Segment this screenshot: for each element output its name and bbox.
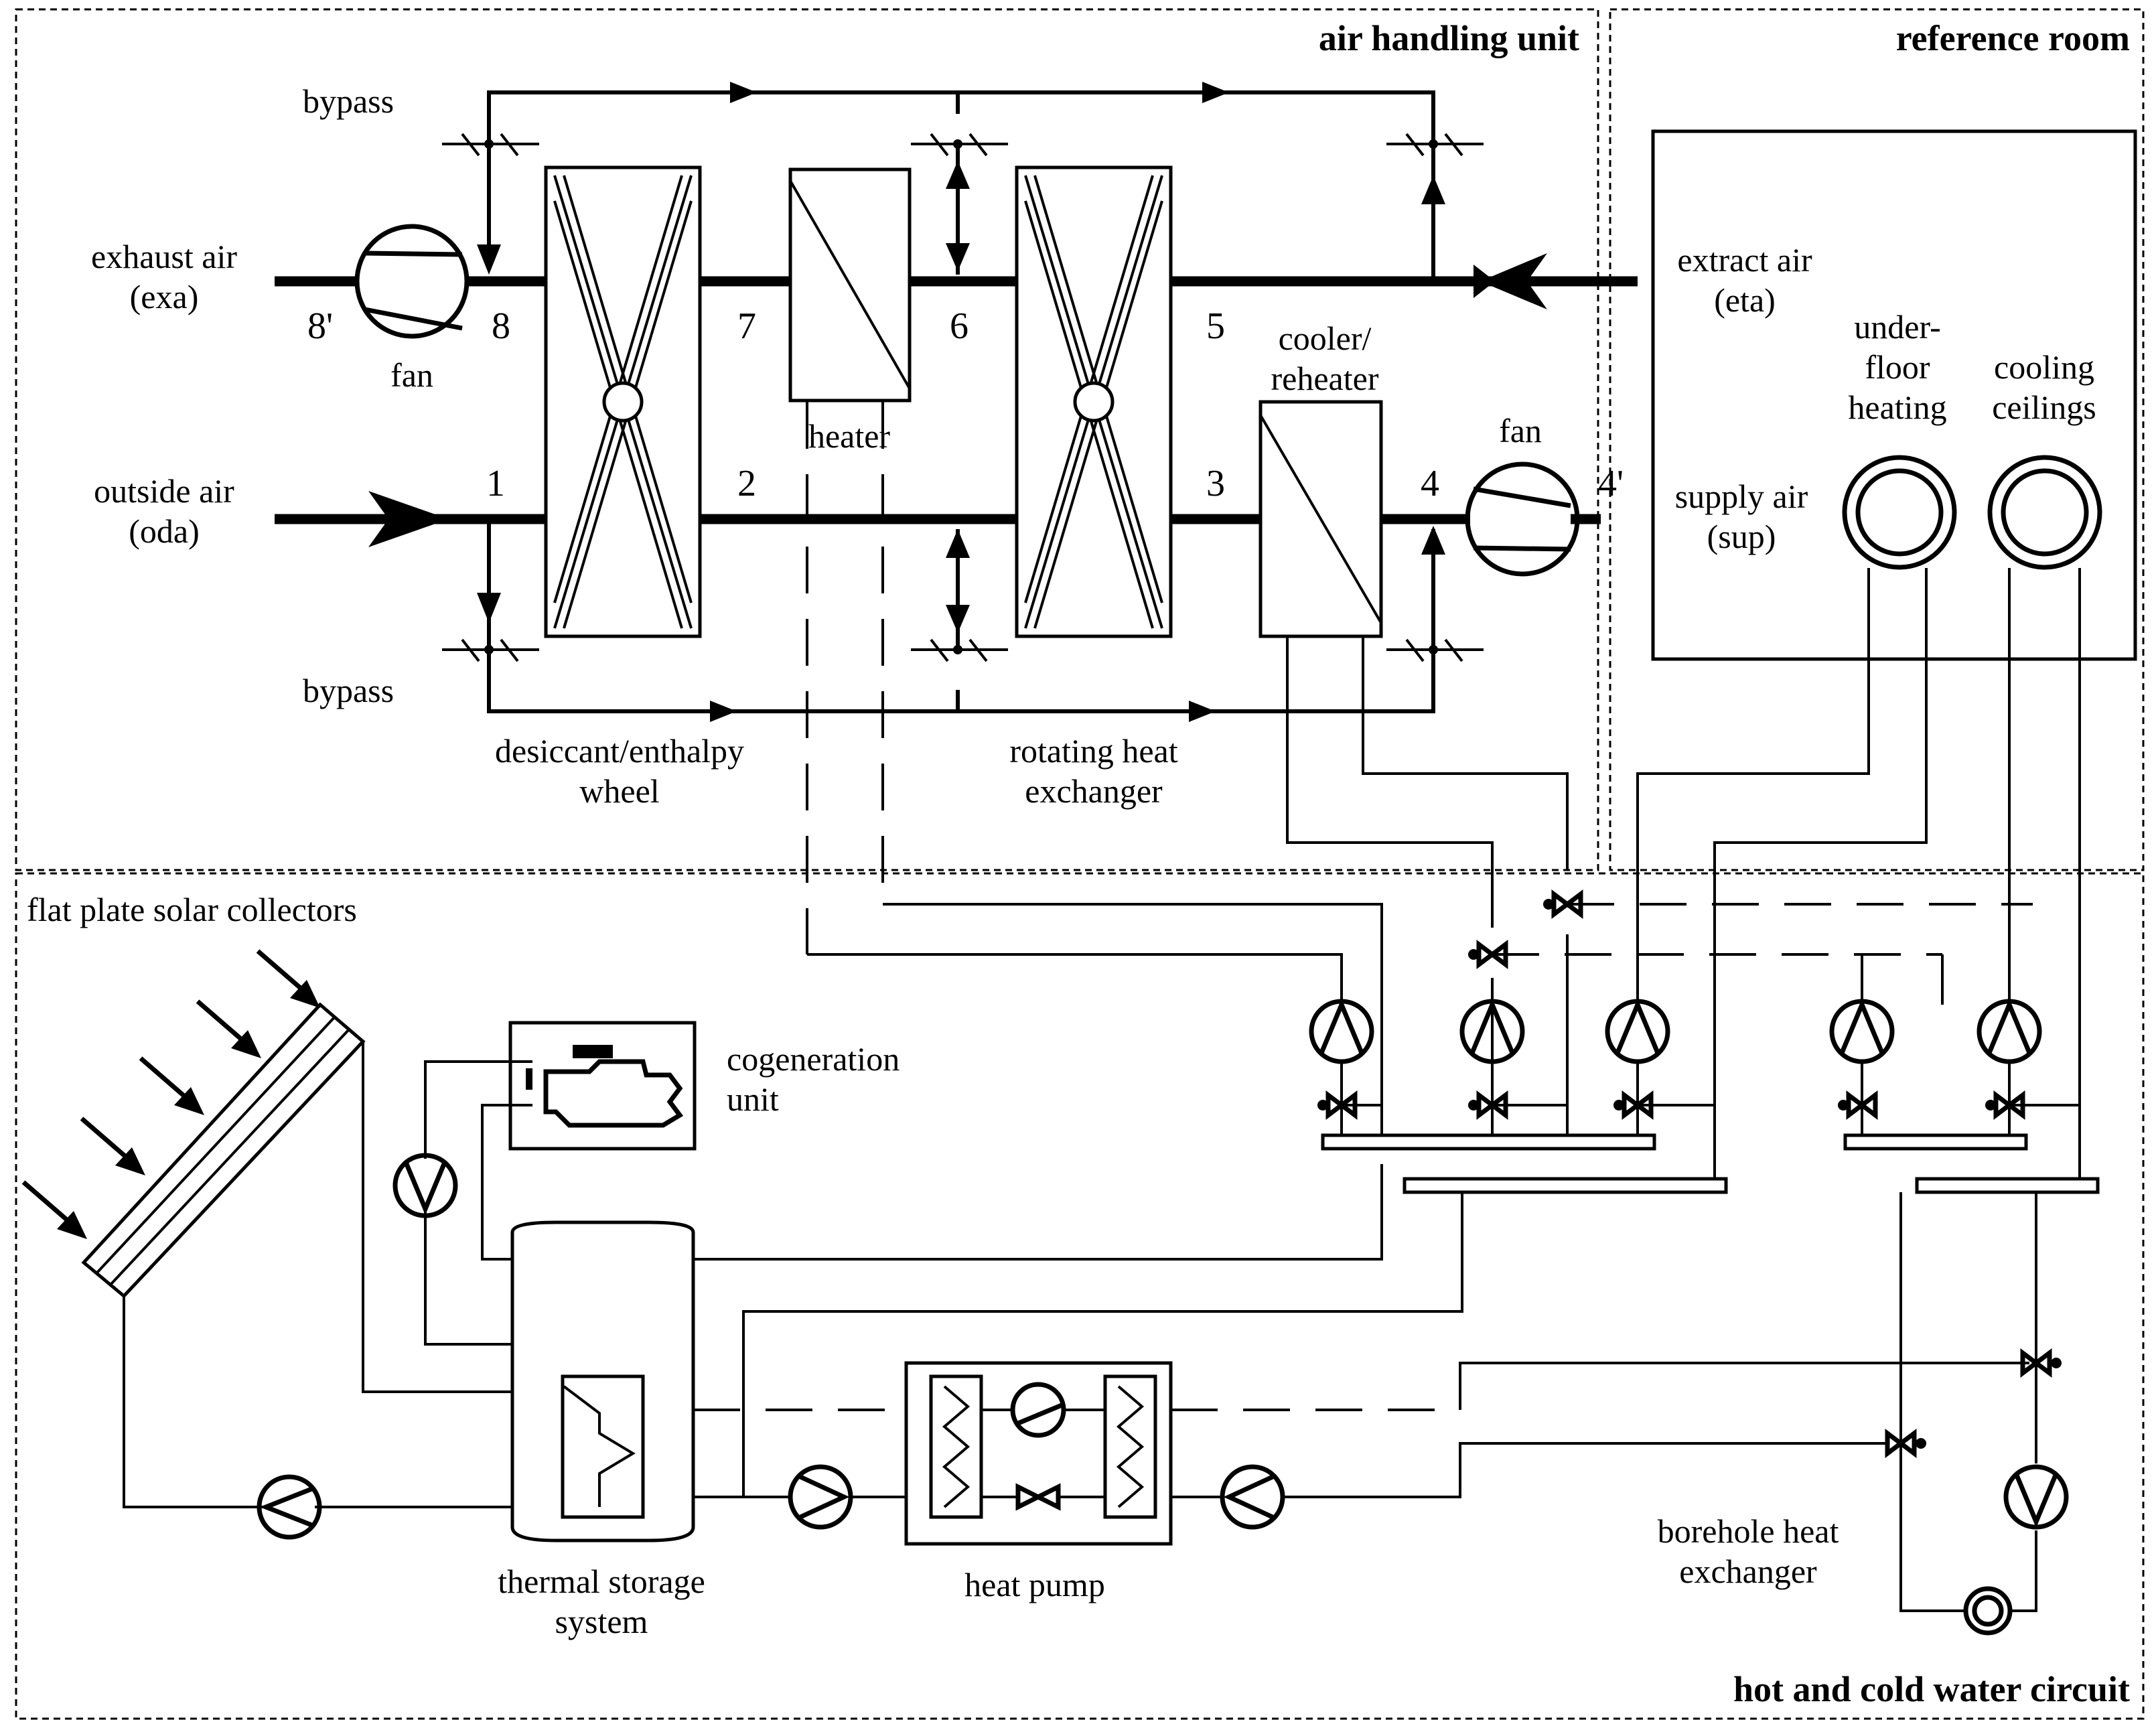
desiccant-wheel-label: desiccant/enthalpy bbox=[495, 732, 744, 770]
solar-return-pipe bbox=[123, 1296, 265, 1508]
heat-pump-source-pump bbox=[788, 1464, 853, 1530]
borehole-heat-exchanger bbox=[1963, 1586, 2013, 1636]
borehole-pump bbox=[2003, 1464, 2069, 1530]
outside-air-abbr: (oda) bbox=[129, 512, 200, 550]
reference-room-title: reference room bbox=[1896, 18, 2130, 58]
solar-collector bbox=[81, 1002, 366, 1299]
underfloor-heating-symbol bbox=[1842, 455, 1957, 570]
water-circuit-title: hot and cold water circuit bbox=[1733, 1669, 2130, 1709]
circulation-pump bbox=[1605, 998, 1670, 1064]
cold-water-manifold-upper bbox=[1843, 1133, 2028, 1151]
exhaust-air-label: exhaust air bbox=[91, 238, 237, 275]
desiccant-enthalpy-wheel bbox=[544, 165, 702, 638]
extract-air-abbr: (eta) bbox=[1714, 281, 1776, 319]
reference-room-box bbox=[1651, 129, 2137, 661]
borehole-label: borehole heat bbox=[1658, 1512, 1839, 1550]
three-way-valve bbox=[1468, 1090, 1508, 1120]
reference-room-frame bbox=[1609, 8, 2145, 871]
outside-air-arrow bbox=[368, 491, 449, 547]
heater-branch bbox=[806, 402, 1383, 1135]
cogeneration-label: cogeneration bbox=[727, 1040, 900, 1078]
supply-air-label: supply air bbox=[1675, 478, 1808, 515]
bypass-bottom-line bbox=[442, 522, 1484, 722]
state-point-4prime: 4' bbox=[1598, 463, 1624, 504]
heater-label: heater bbox=[808, 417, 890, 455]
cooler-reheater bbox=[1259, 400, 1383, 638]
cogeneration-unit bbox=[508, 1021, 697, 1151]
underfloor-heating-label: floor bbox=[1865, 348, 1930, 386]
state-point-3: 3 bbox=[1206, 463, 1225, 504]
state-point-4: 4 bbox=[1421, 463, 1439, 504]
state-point-7: 7 bbox=[737, 305, 756, 347]
thermal-storage-label: thermal storage bbox=[498, 1563, 705, 1600]
circulation-pump bbox=[1309, 998, 1374, 1064]
bypass-bottom-label: bypass bbox=[303, 672, 394, 709]
hot-water-manifold-upper bbox=[1321, 1133, 1656, 1151]
bypass-damper bbox=[1386, 133, 1484, 157]
sunlight-arrows bbox=[21, 949, 320, 1239]
circulation-pump bbox=[1977, 998, 2042, 1064]
exhaust-fan-label: fan bbox=[390, 356, 433, 394]
hot-water-manifold-lower bbox=[1403, 1177, 1728, 1194]
three-way-valve bbox=[2020, 1348, 2062, 1378]
cooling-ceilings-label: cooling bbox=[1994, 348, 2094, 386]
exhaust-air-duct bbox=[275, 253, 1638, 309]
outside-air-duct bbox=[275, 491, 1601, 547]
heat-pump-label: heat pump bbox=[964, 1566, 1105, 1603]
underfloor-heating-label: heating bbox=[1848, 388, 1946, 426]
cogeneration-pump bbox=[392, 1153, 458, 1218]
heat-pump-sink-pump bbox=[1220, 1464, 1285, 1530]
water-circuit-frame bbox=[15, 872, 2145, 1720]
supply-fan bbox=[1465, 461, 1580, 577]
cooling-ceiling-symbol bbox=[1987, 455, 2102, 570]
exhaust-air-abbr: (exa) bbox=[130, 278, 199, 315]
state-point-8: 8 bbox=[492, 305, 510, 347]
supply-fan-label: fan bbox=[1499, 412, 1542, 449]
three-way-valve bbox=[1885, 1429, 1926, 1458]
engine-icon bbox=[526, 1045, 684, 1128]
exhaust-fan bbox=[354, 224, 470, 339]
three-way-valve bbox=[1543, 889, 1583, 919]
thermal-storage-label: system bbox=[555, 1603, 648, 1640]
cooling-ceilings-label: ceilings bbox=[1992, 388, 2096, 426]
bypass-top-label: bypass bbox=[303, 82, 394, 120]
cooling-ceiling-branch bbox=[2008, 568, 2081, 1179]
cooler-reheater-label: cooler/ bbox=[1279, 319, 1372, 357]
three-way-valve bbox=[1317, 1090, 1358, 1120]
cold-water-manifold-lower bbox=[1915, 1177, 2100, 1194]
rotating-heat-exchanger bbox=[1015, 165, 1173, 638]
state-point-6: 6 bbox=[950, 305, 968, 347]
heat-pump bbox=[904, 1361, 1173, 1546]
state-point-2: 2 bbox=[737, 463, 756, 504]
thermal-storage-tank bbox=[510, 1220, 695, 1542]
state-point-1: 1 bbox=[486, 463, 505, 504]
desiccant-wheel-label: wheel bbox=[579, 772, 659, 810]
solar-supply-pipe bbox=[362, 1042, 564, 1393]
underfloor-heating-label: under- bbox=[1854, 308, 1941, 346]
three-way-valve bbox=[1468, 940, 1508, 969]
borehole-label: exchanger bbox=[1679, 1553, 1817, 1590]
supply-air-abbr: (sup) bbox=[1707, 518, 1776, 555]
cooler-reheater-label: reheater bbox=[1271, 360, 1379, 397]
cogeneration-label: unit bbox=[727, 1080, 779, 1118]
rotating-hx-label: exchanger bbox=[1025, 772, 1163, 810]
circulation-pump bbox=[1459, 998, 1525, 1064]
three-way-valve bbox=[1985, 1090, 2025, 1120]
solar-collectors-label: flat plate solar collectors bbox=[27, 891, 357, 928]
bypass-top-line bbox=[442, 82, 1484, 281]
circulation-pump bbox=[1829, 998, 1895, 1064]
rotating-hx-label: rotating heat bbox=[1009, 732, 1177, 770]
air-handling-unit-title: air handling unit bbox=[1319, 18, 1579, 58]
state-point-5: 5 bbox=[1206, 305, 1225, 347]
heater bbox=[788, 167, 912, 403]
state-point-8prime: 8' bbox=[307, 305, 333, 347]
extract-air-label: extract air bbox=[1677, 241, 1812, 279]
three-way-valve bbox=[1613, 1090, 1654, 1120]
solar-pump bbox=[257, 1474, 322, 1540]
three-way-valve bbox=[1838, 1090, 1878, 1120]
outside-air-label: outside air bbox=[94, 472, 234, 510]
